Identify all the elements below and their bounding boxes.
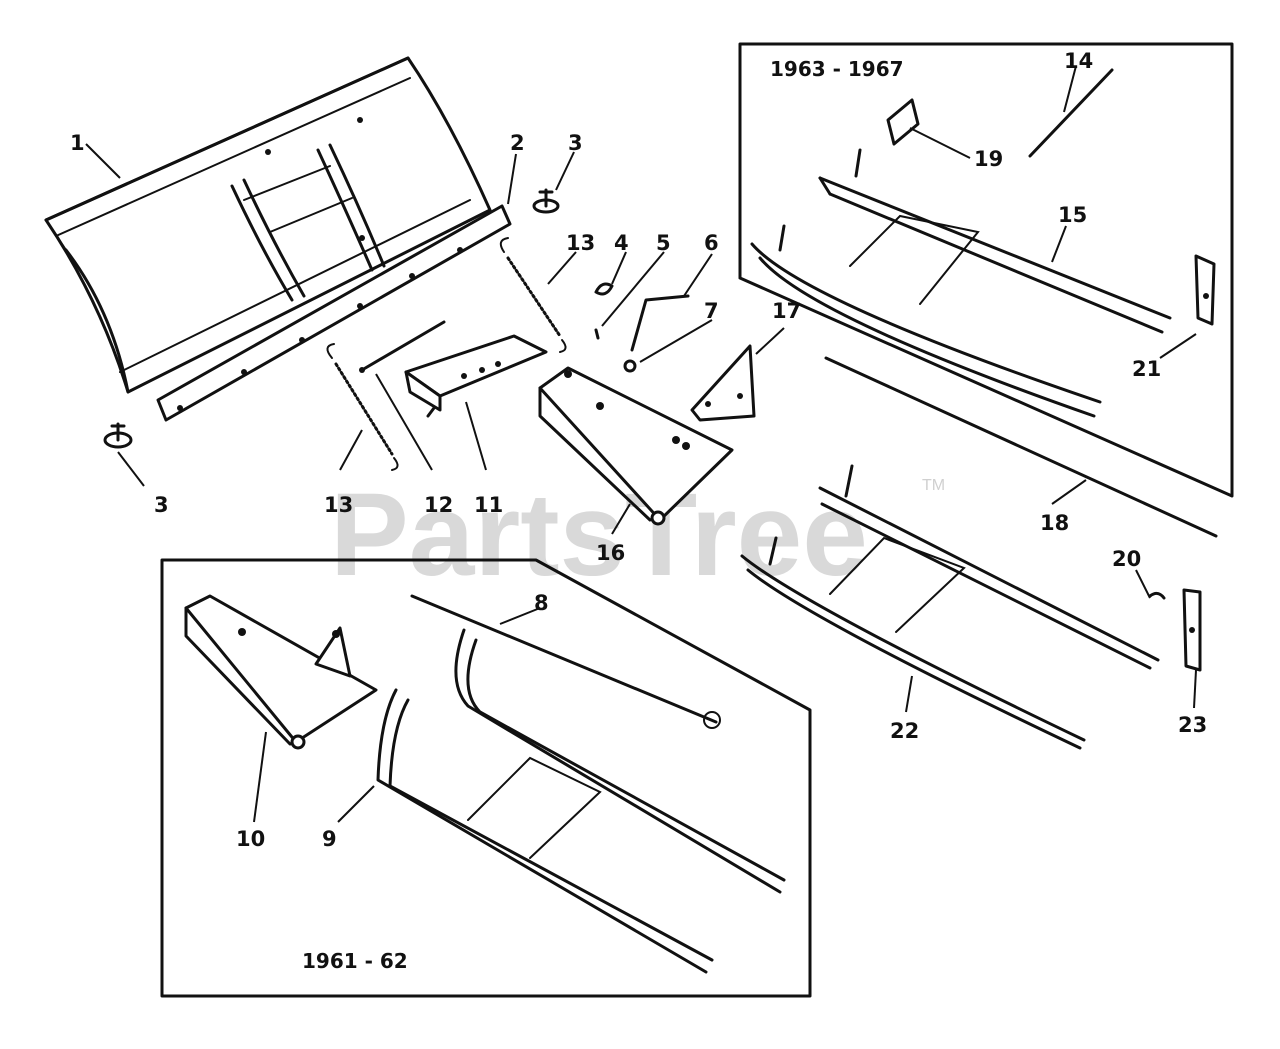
callout-10: 10 — [236, 827, 265, 851]
part-3-bolt-upper — [532, 188, 560, 214]
part-10-mount-plate — [184, 594, 378, 750]
callout-15: 15 — [1058, 203, 1087, 227]
part-19-plate — [886, 98, 920, 146]
part-1-plow-blade — [44, 56, 492, 394]
part-7-nut — [623, 359, 637, 373]
part-6-handle — [630, 294, 690, 352]
callout-3-lower: 3 — [154, 493, 169, 517]
callout-23: 23 — [1178, 713, 1207, 737]
watermark-trademark: TM — [922, 477, 945, 494]
callout-13-lower: 13 — [324, 493, 353, 517]
callout-leaders — [85, 65, 1197, 823]
part-17-bracket — [690, 344, 756, 422]
callout-6: 6 — [704, 231, 719, 255]
part-21-plate — [1194, 254, 1216, 326]
part-3-bolt-lower — [103, 422, 133, 449]
callout-1: 1 — [70, 131, 85, 155]
watermark: PartsTree — [330, 469, 868, 601]
callout-4: 4 — [614, 231, 629, 255]
callout-17: 17 — [772, 299, 801, 323]
callout-16: 16 — [596, 541, 625, 565]
part-2-cutting-edge — [156, 204, 512, 422]
inset-1961-62: 1961 - 62 — [160, 558, 812, 998]
callout-8: 8 — [534, 591, 549, 615]
callout-11: 11 — [474, 493, 503, 517]
part-9-a-frame — [376, 628, 786, 974]
callout-5: 5 — [656, 231, 671, 255]
callout-20: 20 — [1112, 547, 1141, 571]
callout-19: 19 — [974, 147, 1003, 171]
callout-22: 22 — [890, 719, 919, 743]
part-12-rod — [359, 320, 446, 373]
part-5-pin — [594, 328, 600, 340]
callout-12: 12 — [424, 493, 453, 517]
callout-2: 2 — [510, 131, 525, 155]
part-8-rod — [410, 594, 721, 729]
part-14-rod — [1028, 68, 1114, 158]
callout-13-upper: 13 — [566, 231, 595, 255]
callout-9: 9 — [322, 827, 337, 851]
inset-years-1961-62: 1961 - 62 — [302, 949, 408, 973]
inset-1963-1967: 1963 - 1967 — [738, 42, 1234, 498]
part-18-rod — [824, 356, 1218, 538]
part-13-spring-lower — [326, 343, 399, 471]
callout-14: 14 — [1064, 49, 1093, 73]
callout-3-upper: 3 — [568, 131, 583, 155]
callout-labels: 1 2 3 3 4 5 6 7 8 9 10 11 12 13 13 14 15… — [70, 49, 1207, 851]
callout-18: 18 — [1040, 511, 1069, 535]
part-20-pin — [1148, 591, 1166, 600]
callout-21: 21 — [1132, 357, 1161, 381]
part-4-clip — [594, 282, 614, 296]
part-11-bracket — [404, 334, 548, 418]
part-16-mount-plate — [538, 366, 734, 526]
callout-7: 7 — [704, 299, 719, 323]
part-23-plate — [1182, 588, 1202, 672]
inset-years-1963-1967: 1963 - 1967 — [770, 57, 904, 81]
part-13-spring-upper — [499, 237, 567, 353]
part-22-a-frame — [740, 464, 1160, 750]
part-15-a-frame — [750, 148, 1172, 418]
